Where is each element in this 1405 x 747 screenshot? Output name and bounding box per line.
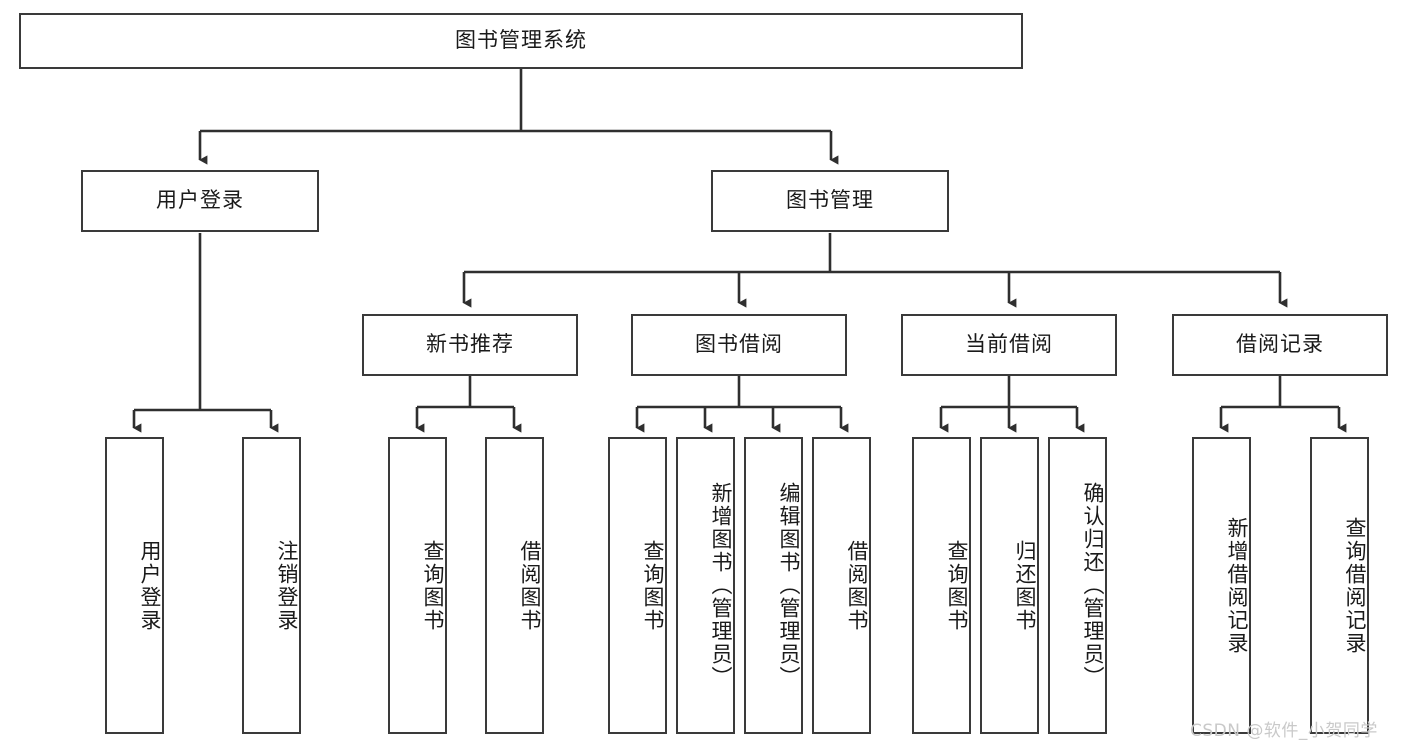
node-label: 借阅图书 [518, 539, 542, 632]
node-root-book-management-system[interactable]: 图书管理系统 [19, 13, 1023, 69]
watermark: CSDN @软件_小贺同学 [1190, 721, 1378, 741]
node-label: 新增借阅记录 [1225, 516, 1249, 655]
node-leaf-query-borrow-record[interactable]: 查询借阅记录 [1310, 437, 1369, 734]
node-leaf-query-book-borrow[interactable]: 查询图书 [608, 437, 667, 734]
node-label: 查询借阅记录 [1343, 516, 1367, 655]
node-leaf-borrow-book-recommend[interactable]: 借阅图书 [485, 437, 544, 734]
node-book-management[interactable]: 图书管理 [711, 170, 949, 232]
node-user-login[interactable]: 用户登录 [81, 170, 319, 232]
node-label: 编辑图书（管理员） [777, 482, 801, 689]
node-leaf-confirm-return-admin[interactable]: 确认归还（管理员） [1048, 437, 1107, 734]
node-label: 图书借阅 [695, 332, 783, 357]
node-leaf-borrow-book[interactable]: 借阅图书 [812, 437, 871, 734]
node-leaf-edit-book-admin[interactable]: 编辑图书（管理员） [744, 437, 803, 734]
node-leaf-add-book-admin[interactable]: 新增图书（管理员） [676, 437, 735, 734]
node-leaf-user-login[interactable]: 用户登录 [105, 437, 164, 734]
node-leaf-query-book-current[interactable]: 查询图书 [912, 437, 971, 734]
node-leaf-query-book-recommend[interactable]: 查询图书 [388, 437, 447, 734]
node-leaf-logout[interactable]: 注销登录 [242, 437, 301, 734]
node-current-borrow[interactable]: 当前借阅 [901, 314, 1117, 376]
node-label: 借阅记录 [1236, 332, 1324, 357]
node-label: 当前借阅 [965, 332, 1053, 357]
node-label: 图书管理系统 [455, 28, 587, 53]
node-label: 查询图书 [421, 539, 445, 632]
node-book-borrow[interactable]: 图书借阅 [631, 314, 847, 376]
node-leaf-return-book[interactable]: 归还图书 [980, 437, 1039, 734]
node-label: 用户登录 [138, 539, 162, 632]
node-label: 确认归还（管理员） [1081, 482, 1105, 689]
node-label: 归还图书 [1013, 539, 1037, 632]
node-label: 查询图书 [945, 539, 969, 632]
node-label: 借阅图书 [845, 539, 869, 632]
node-label: 注销登录 [275, 539, 299, 632]
node-label: 图书管理 [786, 188, 874, 213]
node-label: 新增图书（管理员） [709, 482, 733, 689]
node-leaf-add-borrow-record[interactable]: 新增借阅记录 [1192, 437, 1251, 734]
node-label: 用户登录 [156, 188, 244, 213]
node-label: 新书推荐 [426, 332, 514, 357]
node-label: 查询图书 [641, 539, 665, 632]
node-new-book-recommend[interactable]: 新书推荐 [362, 314, 578, 376]
node-borrow-record[interactable]: 借阅记录 [1172, 314, 1388, 376]
